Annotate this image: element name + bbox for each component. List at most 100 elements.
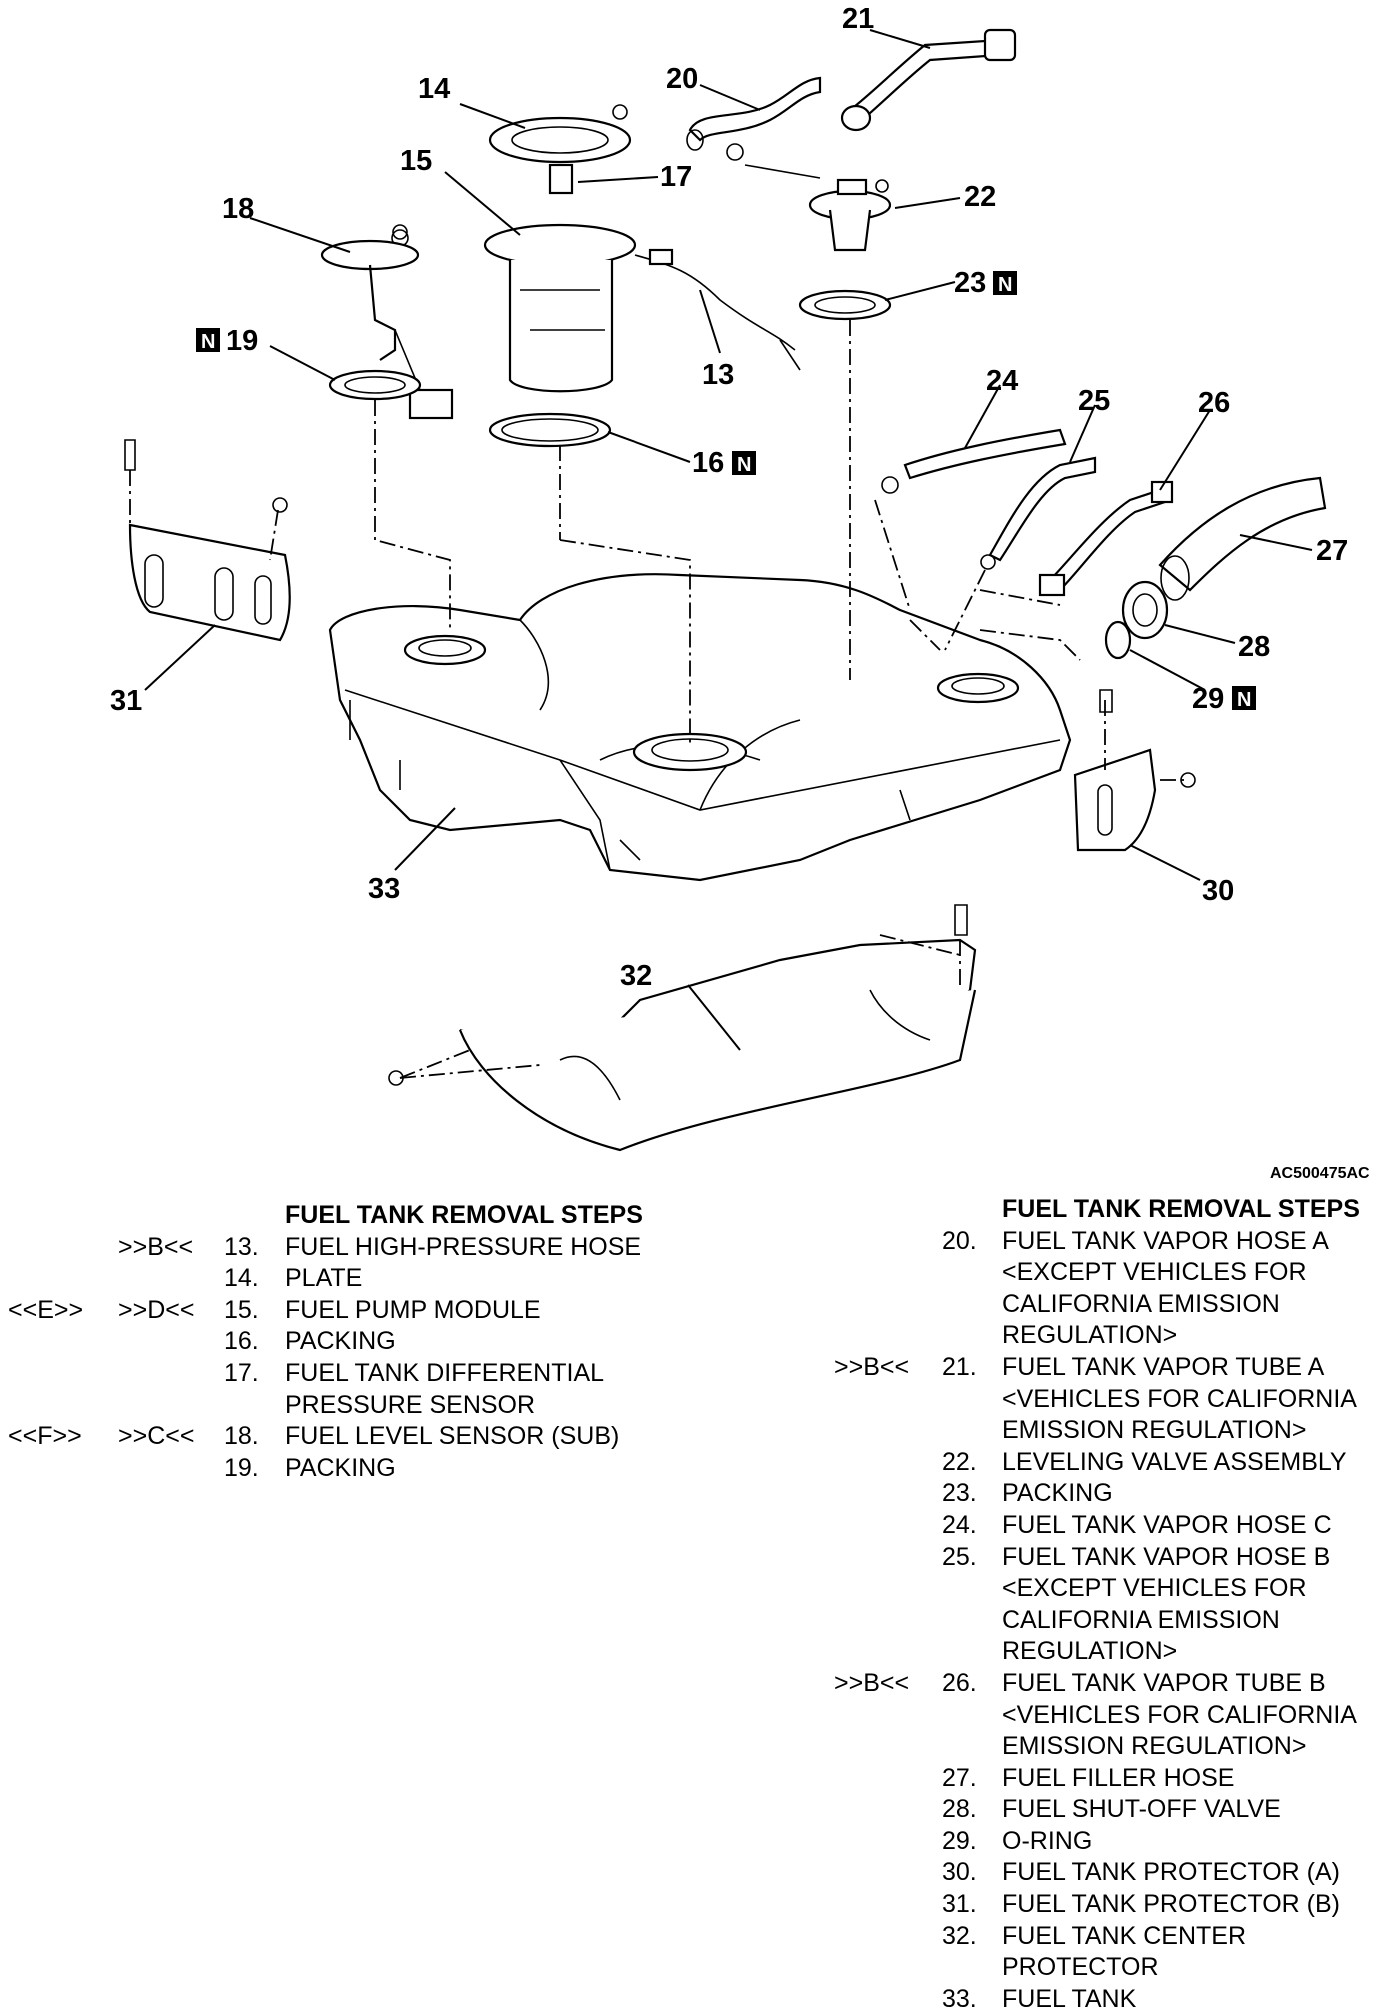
list-item-continuation: REGULATION> (720, 1636, 1392, 1668)
item-text: FUEL HIGH-PRESSURE HOSE (285, 1232, 642, 1261)
callout-18: 18 (222, 193, 254, 225)
exploded-diagram: 13 14 15 16 N 17 18 N 19 20 21 22 23 N 2… (110, 3, 1348, 1152)
item-number: 14. (224, 1264, 259, 1293)
item-text: FUEL TANK VAPOR HOSE B (1002, 1542, 1331, 1571)
callout-20: 20 (666, 63, 698, 95)
item-number: 13. (224, 1232, 259, 1261)
item-number: 30. (942, 1858, 977, 1887)
item-text: PACKING (1002, 1479, 1113, 1508)
list-item: 28. FUEL SHUT-OFF VALVE (720, 1794, 1392, 1826)
callout-30: 30 (1202, 875, 1234, 907)
item-text: FUEL TANK VAPOR HOSE C (1002, 1510, 1332, 1539)
item-text: PLATE (285, 1264, 363, 1293)
list-item-continuation: REGULATION> (720, 1320, 1392, 1352)
item-number: 18. (224, 1422, 259, 1451)
fuel-pump-module (391, 223, 801, 393)
callout-21: 21 (842, 3, 874, 35)
item-text: <VEHICLES FOR CALIFORNIA (1002, 1384, 1357, 1413)
list-item: 14. PLATE (0, 1263, 680, 1295)
item-marker: <<F>> (8, 1422, 82, 1451)
list-item: 27.FUEL FILLER HOSE (720, 1763, 1392, 1795)
item-number: 20. (942, 1226, 977, 1255)
callout-16-mark: N (737, 454, 751, 476)
item-number: 28. (942, 1795, 977, 1824)
callout-32: 32 (620, 960, 652, 992)
item-marker: <<E>> (8, 1295, 84, 1324)
callout-16: 16 (692, 447, 724, 479)
callout-23-mark: N (998, 274, 1012, 296)
fuel-tank-protector-a (1073, 689, 1196, 852)
item-number: 17. (224, 1358, 259, 1387)
item-marker: >>D<< (118, 1295, 195, 1324)
list-item: 32. FUEL TANK CENTER (720, 1921, 1392, 1953)
item-number: 22. (942, 1447, 977, 1476)
fuel-level-sensor-sub (320, 224, 454, 420)
callout-33: 33 (368, 873, 400, 905)
vapor-tube-a (726, 28, 1017, 161)
item-text: CALIFORNIA EMISSION (1002, 1289, 1280, 1318)
callout-28: 28 (1238, 631, 1270, 663)
packing-23 (798, 289, 892, 321)
item-number: 21. (942, 1352, 977, 1381)
item-number: 16. (224, 1327, 259, 1356)
list-item: 29.O-RING (720, 1826, 1392, 1858)
callout-29: 29 (1192, 683, 1224, 715)
callout-31: 31 (110, 685, 142, 717)
fuel-tank-protector-b (124, 439, 291, 642)
item-text: CALIFORNIA EMISSION (1002, 1605, 1280, 1634)
callout-22: 22 (964, 181, 996, 213)
differential-pressure-sensor (548, 163, 574, 195)
item-text: FUEL TANK VAPOR TUBE A (1002, 1352, 1325, 1381)
item-number: 31. (942, 1890, 977, 1919)
assembly-centerlines (374, 320, 1081, 745)
item-text: <EXCEPT VEHICLES FOR (1002, 1258, 1307, 1287)
item-marker: >>B<< (834, 1352, 910, 1381)
item-text: FUEL TANK DIFFERENTIAL (285, 1358, 605, 1387)
item-number: 19. (224, 1453, 259, 1482)
item-text: FUEL TANK VAPOR TUBE B (1002, 1668, 1326, 1697)
list-item: >>B<< 21. FUEL TANK VAPOR TUBE A (720, 1352, 1392, 1384)
item-text: REGULATION> (1002, 1321, 1178, 1350)
list-item-continuation: EMISSION REGULATION> (720, 1731, 1392, 1763)
vapor-hose-b (988, 456, 1097, 562)
callout-29-mark: N (1237, 689, 1251, 711)
o-ring (1104, 620, 1132, 660)
callout-19: 19 (226, 325, 258, 357)
packing-19 (328, 369, 422, 401)
list-item: 24.FUEL TANK VAPOR HOSE C (720, 1510, 1392, 1542)
right-list-items: 20. FUEL TANK VAPOR HOSE A <EXCEPT VEHICLE… (720, 1226, 1392, 2015)
item-text: PACKING (285, 1453, 396, 1482)
fuel-shut-off-valve (1121, 580, 1169, 640)
list-item: <<F>>>>C<<18.FUEL LEVEL SENSOR (SUB) (0, 1421, 680, 1453)
item-text: LEVELING VALVE ASSEMBLY (1002, 1447, 1347, 1476)
callout-19-mark: N (201, 331, 215, 353)
callout-23: 23 (954, 267, 986, 299)
item-text: FUEL TANK CENTER (1002, 1921, 1247, 1950)
plate (488, 104, 632, 164)
list-item-continuation: <EXCEPT VEHICLES FOR (720, 1573, 1392, 1605)
list-item: 33.FUEL TANK (720, 1984, 1392, 2015)
item-text: FUEL TANK (1002, 1984, 1137, 2013)
item-text: FUEL TANK VAPOR HOSE A (1002, 1226, 1329, 1255)
item-text: PROTECTOR (1002, 1953, 1159, 1982)
right-list-heading: FUEL TANK REMOVAL STEPS (1002, 1195, 1360, 1223)
fuel-filler-hose (1158, 476, 1327, 592)
callout-26: 26 (1198, 387, 1230, 419)
item-number: 32. (942, 1921, 977, 1950)
list-item: 22. LEVELING VALVE ASSEMBLY (720, 1447, 1392, 1479)
callout-14: 14 (418, 73, 450, 105)
list-item-continuation: PRESSURE SENSOR (0, 1390, 680, 1422)
callout-13: 13 (702, 359, 734, 391)
item-text: FUEL SHUT-OFF VALVE (1002, 1795, 1281, 1824)
item-number: 15. (224, 1295, 259, 1324)
list-item-continuation: <VEHICLES FOR CALIFORNIA (720, 1384, 1392, 1416)
item-text: PRESSURE SENSOR (285, 1390, 536, 1419)
callout-labels: 13 14 15 16 N 17 18 N 19 20 21 22 23 N 2… (110, 3, 1348, 992)
item-text: <EXCEPT VEHICLES FOR (1002, 1574, 1307, 1603)
item-text: FUEL TANK PROTECTOR (A) (1002, 1858, 1341, 1887)
list-item-continuation: <EXCEPT VEHICLES FOR (720, 1257, 1392, 1289)
item-text: PACKING (285, 1327, 396, 1356)
fuel-tank-center-protector (388, 904, 977, 1152)
list-item-continuation: CALIFORNIA EMISSION (720, 1605, 1392, 1637)
leveling-valve-assembly (744, 164, 892, 252)
